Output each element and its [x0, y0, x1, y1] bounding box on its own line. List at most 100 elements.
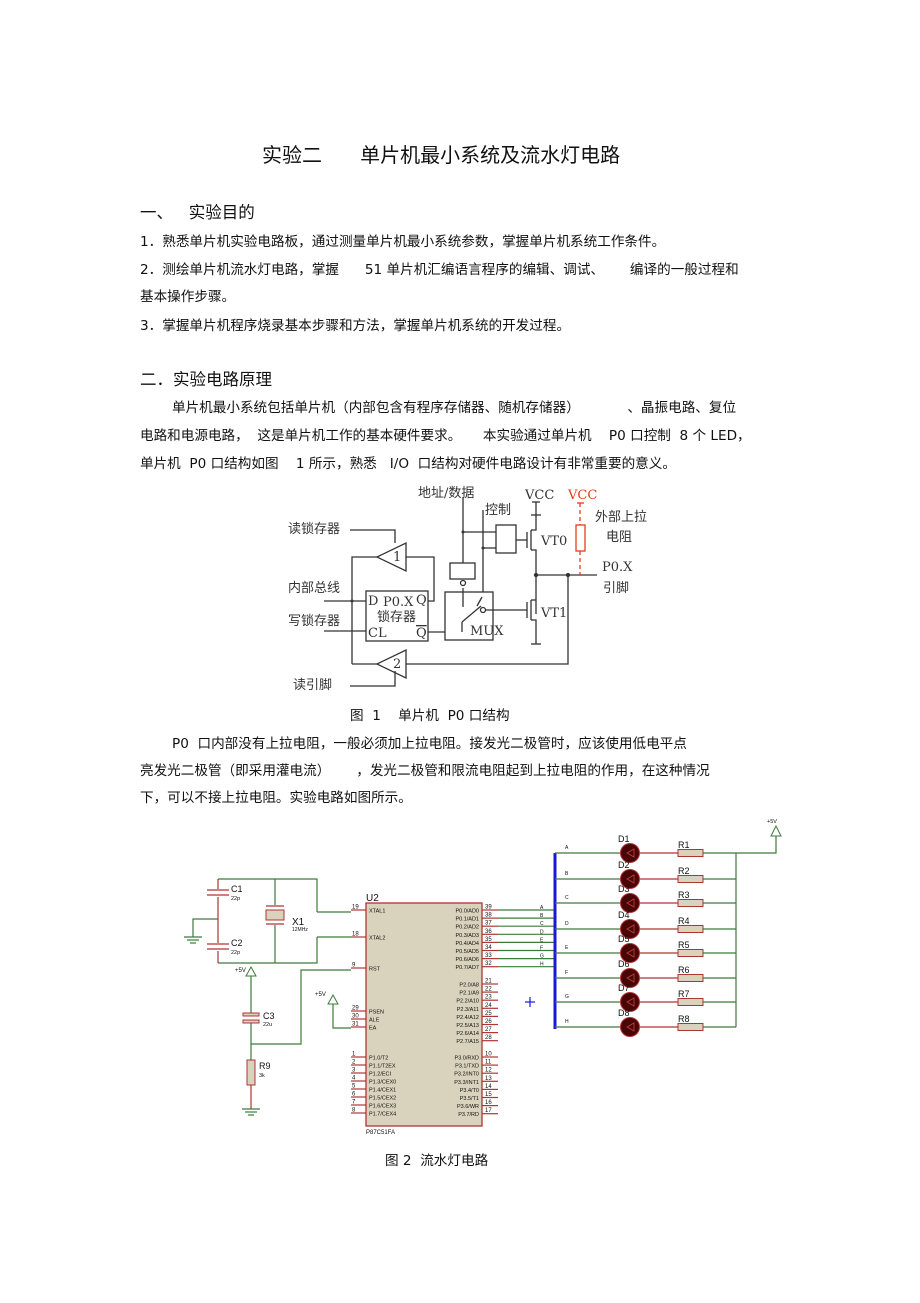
- led-ref: D6: [618, 959, 630, 969]
- bus-net-label: C: [565, 895, 569, 901]
- pin-name: P1.1/T2EX: [369, 1064, 396, 1070]
- resistor: [677, 925, 704, 933]
- pin-number: 25: [485, 1011, 492, 1017]
- vcc-label: +5V: [767, 819, 777, 825]
- objective-item: 1．熟悉单片机实验电路板，通过测量单片机最小系统参数，掌握单片机系统工作条件。: [140, 234, 666, 250]
- pin-number: 34: [485, 945, 492, 951]
- led-icon: [620, 968, 640, 988]
- bus-net-label: A: [540, 905, 544, 911]
- paragraph-line: 亮发光二极管（即采用灌电流） ，发光二极管和限流电阻起到上拉电阻的作用，在这种情…: [140, 763, 710, 779]
- pin-name: P0.3/AD3: [455, 933, 479, 939]
- diode-symbol: [626, 1022, 635, 1032]
- latch-subtitle: 锁存器: [377, 609, 416, 625]
- pin-name: P2.4/A12: [456, 1015, 479, 1021]
- pin-number: 2: [352, 1060, 356, 1066]
- pin-name: XTAL1: [369, 909, 385, 915]
- pin-name: P0.0/AD0: [455, 909, 479, 915]
- pin-name: P0.5/AD5: [455, 949, 479, 955]
- pin-name: P3.7/RD: [458, 1112, 479, 1118]
- vt0-label: VT0: [540, 534, 567, 549]
- latch-cl: CL: [368, 626, 387, 641]
- led-ref: D8: [618, 1008, 630, 1018]
- power-arrow-icon: [770, 824, 782, 837]
- pin-name: P1.2/ECI: [369, 1072, 391, 1078]
- pin-name: P1.7/CEX4: [369, 1112, 396, 1118]
- component-ref: X1: [292, 917, 305, 928]
- objective-item: 2．测绘单片机流水灯电路，掌握 51 单片机汇编语言程序的编辑、调试、 编译的一…: [140, 262, 739, 278]
- pin-name: P0.X: [602, 560, 633, 575]
- led-icon: [620, 943, 640, 963]
- component-ref: R9: [259, 1061, 271, 1071]
- pin-name: P1.3/CEX0: [369, 1080, 396, 1086]
- pin-number: 3: [352, 1068, 356, 1074]
- capacitor-c3-plate: [242, 1012, 260, 1017]
- pin-name: P2.7/A15: [456, 1039, 479, 1045]
- wire: [192, 918, 218, 937]
- pin-number: 28: [485, 1035, 492, 1041]
- pin-number: 14: [485, 1084, 492, 1090]
- pin-number: 18: [352, 932, 359, 938]
- bus-net-label: H: [565, 1019, 569, 1025]
- pin-number: 35: [485, 937, 492, 943]
- bus-net-label: F: [540, 946, 543, 952]
- led-ref: D5: [618, 934, 630, 944]
- bus-net-label: F: [565, 970, 568, 976]
- bus-net-label: B: [565, 871, 569, 877]
- pin-name: RST: [369, 967, 381, 973]
- resistor: [677, 998, 704, 1006]
- pin-name: P1.5/CEX2: [369, 1096, 396, 1102]
- power-arrow-icon: [245, 965, 257, 977]
- resistor-ref: R7: [678, 989, 690, 999]
- resistor-ref: R4: [678, 916, 690, 926]
- pin-name: P0.4/AD4: [455, 941, 479, 947]
- pin-number: 16: [485, 1100, 492, 1106]
- component-value: 3k: [259, 1073, 265, 1079]
- latch-d: D: [368, 594, 378, 609]
- resistor: [677, 849, 704, 857]
- component-value: 22u: [263, 1022, 272, 1028]
- pin-name: P3.0/RXD: [455, 1056, 479, 1062]
- pin-number: 23: [485, 995, 492, 1001]
- pin-number: 24: [485, 1003, 492, 1009]
- pin-name: P0.2/AD2: [455, 925, 479, 931]
- figure-1-caption: 图 1 单片机 P0 口结构: [350, 708, 510, 724]
- diode-symbol: [626, 997, 635, 1007]
- component-ref: C2: [231, 938, 243, 948]
- pin-number: 27: [485, 1027, 492, 1033]
- label-control: 控制: [485, 503, 511, 518]
- pin-name: P1.6/CEX3: [369, 1104, 396, 1110]
- pin-name: P2.5/A13: [456, 1023, 479, 1029]
- bus-net-label: D: [565, 921, 569, 927]
- resistor: [677, 1023, 704, 1031]
- latch-q: Q: [416, 593, 427, 608]
- label-read-latch: 读锁存器: [288, 521, 340, 537]
- paragraph-line: 单片机最小系统包括单片机（内部包含有程序存储器、随机存储器） 、晶振电路、复位: [172, 400, 737, 416]
- diode-symbol: [626, 848, 635, 858]
- wire: [218, 878, 318, 912]
- pin-number: 11: [485, 1060, 492, 1066]
- component-ref: C1: [231, 884, 243, 894]
- label-vcc: VCC: [524, 488, 554, 503]
- pin-number: 13: [485, 1076, 492, 1082]
- bus-net-label: G: [565, 994, 569, 1000]
- pin-name: P2.3/A11: [457, 1007, 479, 1013]
- led-ref: D1: [618, 834, 630, 844]
- pin-number: 5: [352, 1084, 356, 1090]
- pin-name: P3.2/INT0: [454, 1072, 479, 1078]
- component-value: 12MHz: [292, 927, 308, 933]
- led-icon: [620, 843, 640, 863]
- led-ref: D4: [618, 910, 630, 920]
- pin-name: P0.1/AD1: [455, 917, 479, 923]
- section-heading-principle: 二．实验电路原理: [140, 370, 272, 389]
- resistor-ref: R2: [678, 866, 690, 876]
- pin-number: 15: [485, 1092, 492, 1098]
- label-internal-bus: 内部总线: [288, 580, 340, 596]
- latch-name: P0.X: [383, 595, 414, 610]
- label-write-latch: 写锁存器: [288, 613, 340, 629]
- diode-symbol: [626, 973, 635, 983]
- pin-number: 7: [352, 1100, 356, 1106]
- resistor: [677, 875, 704, 883]
- power-arrow-icon: [327, 993, 339, 1005]
